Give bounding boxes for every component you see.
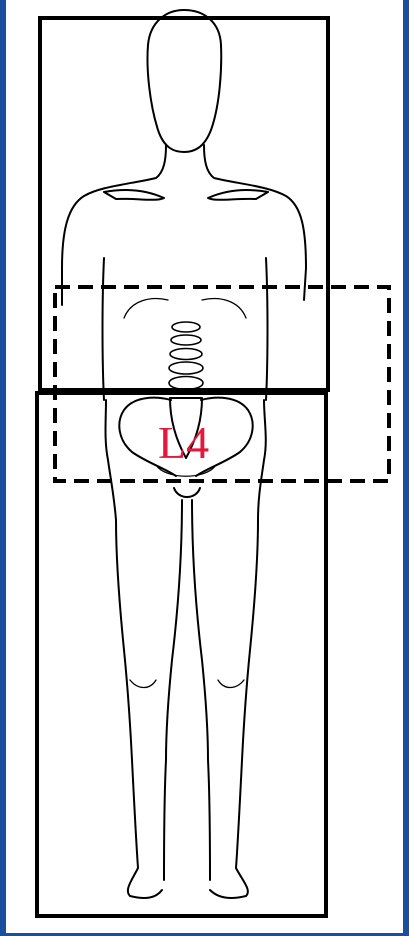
torso-outline-left	[62, 145, 166, 305]
lumbar-scan-frame	[55, 287, 389, 481]
level-label: L4	[158, 417, 209, 468]
waist-left	[106, 400, 117, 520]
spine	[169, 322, 203, 390]
body-scan-diagram: L4	[6, 0, 403, 933]
vertebra-5	[169, 377, 203, 390]
rib-curve-left	[124, 299, 168, 318]
right-leg-inner	[192, 500, 210, 880]
crotch	[174, 488, 200, 497]
right-knee	[218, 680, 244, 688]
diagram-canvas: L4	[6, 0, 403, 933]
left-arm-inner	[103, 258, 105, 400]
vertebra-4	[169, 362, 203, 374]
head-outline	[147, 10, 221, 152]
upper-scan-frame	[40, 18, 328, 390]
waist-right	[258, 400, 266, 520]
left-knee	[130, 680, 156, 688]
right-clavicle	[208, 190, 268, 200]
right-leg-outer	[210, 520, 258, 898]
left-leg-outer	[116, 520, 162, 898]
vertebra-2	[171, 335, 201, 345]
torso-outline-right	[204, 145, 306, 300]
lower-scan-frame	[37, 393, 326, 916]
vertebra-1	[172, 322, 200, 332]
left-leg-inner	[164, 500, 182, 880]
rib-curve-right	[202, 299, 246, 318]
vertebra-3	[170, 349, 202, 360]
right-arm-inner	[266, 258, 268, 400]
left-clavicle	[104, 190, 164, 200]
